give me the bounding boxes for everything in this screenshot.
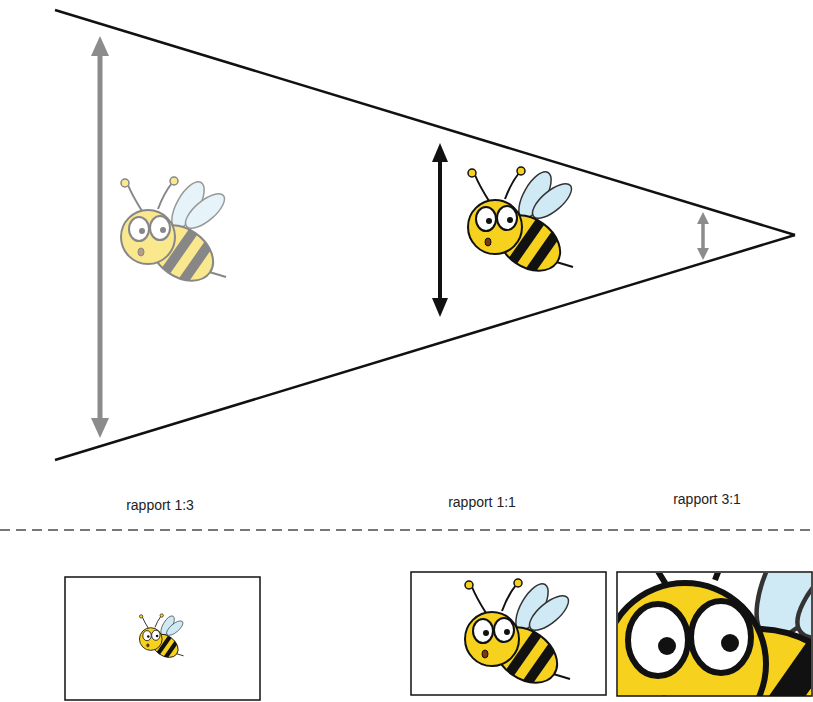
ratio-label: rapport 3:1 — [673, 491, 741, 508]
bee-small — [139, 614, 185, 664]
bee-medium — [465, 579, 574, 699]
bee-near — [468, 167, 577, 287]
ratio-label: rapport 1:3 — [126, 497, 194, 514]
height-arrow — [697, 212, 709, 260]
bee-zoom — [618, 573, 811, 696]
bee-far — [121, 177, 230, 297]
ratio-label: rapport 1:1 — [448, 494, 516, 511]
separator-line — [0, 529, 813, 531]
frame — [617, 572, 812, 696]
height-arrow — [91, 36, 109, 438]
height-arrow — [432, 143, 448, 317]
cone-edge — [55, 10, 795, 235]
frame — [65, 577, 260, 700]
